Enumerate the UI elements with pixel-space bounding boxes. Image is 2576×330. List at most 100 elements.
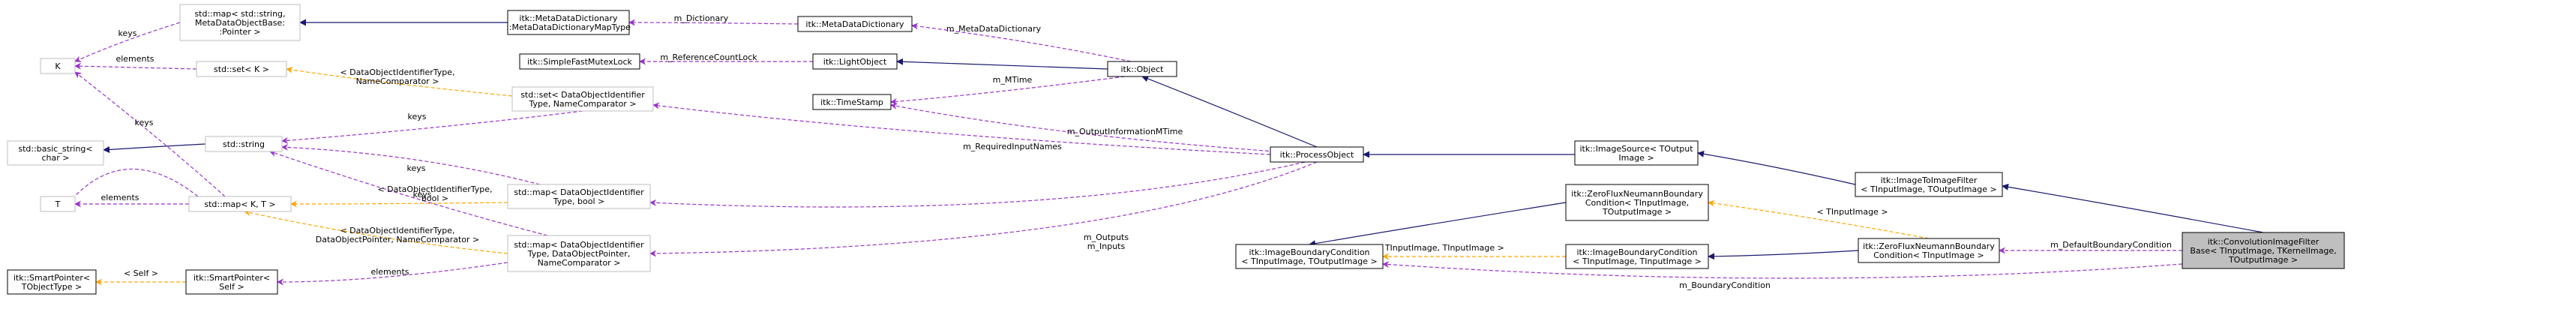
edge-label: keys — [135, 118, 154, 128]
edge-inherit — [896, 58, 1108, 70]
edge-template — [290, 200, 508, 208]
class-node-label: itk::TimeStamp — [820, 98, 883, 107]
class-node[interactable]: std::map< std::string,MetaDataObjectBase… — [179, 4, 301, 41]
class-node[interactable]: itk::MetaDataDictionary::MetaDataDiction… — [506, 10, 631, 35]
class-node-label: Self > — [219, 282, 244, 292]
class-node[interactable]: std::set< DataObjectIdentifierType, Name… — [511, 86, 654, 112]
edges-layer — [61, 19, 2264, 286]
class-node[interactable]: std::map< K, T > — [188, 196, 292, 212]
class-node-box — [2182, 232, 2345, 269]
class-node-box — [40, 58, 76, 74]
class-node[interactable]: std::string — [205, 136, 283, 152]
class-node-box — [1858, 238, 2000, 263]
edge-label: < TInputImage, TInputImage > — [1375, 243, 1504, 253]
edge-usage — [281, 110, 583, 144]
edge-inherit — [1708, 250, 1859, 260]
class-node-box — [7, 140, 104, 166]
class-node-label: Image > — [1618, 153, 1654, 163]
class-node-label: ::MetaDataDictionaryMapType — [506, 22, 631, 32]
class-node-label: std::set< DataObjectIdentifier — [520, 90, 645, 100]
class-node[interactable]: std::map< DataObjectIdentifierType, bool… — [507, 184, 651, 209]
edge-usage — [649, 161, 1306, 208]
class-node-box — [812, 53, 898, 70]
edge-usage — [911, 22, 1132, 62]
edge-usage — [628, 19, 799, 26]
class-node-label: itk::SmartPointer< — [193, 273, 270, 283]
class-node[interactable]: itk::ImageSource< TOutputImage > — [1574, 140, 1699, 166]
class-node-label: itk::ZeroFluxNeumannBoundary — [1863, 242, 1995, 251]
edge-label: m_Dictionary — [674, 14, 729, 23]
class-node-box — [1565, 184, 1709, 221]
class-node-label: itk::ImageBoundaryCondition — [1576, 248, 1697, 257]
class-node[interactable]: itk::ImageBoundaryCondition< TInputImage… — [1565, 244, 1709, 269]
class-node[interactable]: itk::ImageBoundaryCondition< TInputImage… — [1235, 244, 1384, 269]
class-node[interactable]: T — [40, 196, 76, 212]
class-node-label: itk::MetaDataDictionary — [519, 14, 618, 23]
class-node[interactable]: std::map< DataObjectIdentifierType, Data… — [507, 235, 651, 272]
edge-usage — [652, 102, 1271, 155]
edge-usage — [890, 76, 1126, 105]
edge-inherit — [103, 143, 206, 153]
class-node-box — [797, 16, 913, 32]
class-node[interactable]: itk::SmartPointer<TObjectType > — [7, 269, 97, 295]
edge-usage — [74, 62, 197, 70]
edge-template — [244, 209, 508, 254]
class-node-label: itk::ImageBoundaryCondition — [1249, 248, 1369, 257]
class-node[interactable]: itk::Object — [1107, 61, 1177, 77]
class-node-box — [511, 86, 654, 112]
class-node[interactable]: itk::ImageToImageFilter< TInputImage, TO… — [1855, 172, 2003, 197]
class-node-label: std::map< std::string, — [194, 9, 285, 19]
class-node[interactable]: std::basic_string<char > — [7, 140, 104, 166]
edge-label: m_OutputInformationMTime — [1067, 127, 1183, 136]
edge-inherit — [2002, 183, 2264, 233]
class-node-box — [1107, 61, 1177, 77]
class-node-label: Base< TInputImage, TKernelImage, — [2190, 246, 2336, 256]
edge-usage — [281, 143, 541, 185]
class-node-label: Type, NameComparator > — [528, 99, 636, 109]
edge-template — [1708, 200, 1930, 239]
edge-label: < DataObjectIdentifierType,NameComparato… — [340, 68, 454, 86]
class-node-box — [812, 94, 892, 110]
edge-label: m_DefaultBoundaryCondition — [2050, 240, 2172, 250]
class-node-label: Type, DataObjectPointer, — [527, 249, 630, 259]
class-node[interactable]: itk::LightObject — [812, 53, 898, 70]
class-node-label: char > — [42, 153, 70, 163]
class-node-label: < TInputImage, TOutputImage > — [1861, 184, 1996, 194]
class-node[interactable]: itk::MetaDataDictionary — [797, 16, 913, 32]
edge-usage — [74, 22, 181, 62]
class-node-box — [1574, 140, 1699, 166]
edge-label: keys — [407, 164, 426, 173]
edge-label: keys — [408, 112, 427, 122]
class-node-label: std::map< DataObjectIdentifier — [514, 240, 644, 250]
class-node-label: std::set< K > — [214, 64, 269, 74]
class-node-box — [196, 61, 287, 77]
class-node-label: itk::Object — [1121, 64, 1165, 74]
edge-usage — [890, 103, 1276, 152]
class-node[interactable]: std::set< K > — [196, 61, 287, 77]
class-node[interactable]: itk::SmartPointer<Self > — [185, 269, 278, 295]
class-node-label: TObjectType > — [21, 282, 82, 292]
class-node-label: itk::MetaDataDictionary — [805, 20, 904, 29]
class-node-box — [507, 235, 651, 272]
class-node-label: T — [55, 200, 61, 209]
class-node[interactable]: itk::SimpleFastMutexLock — [519, 53, 640, 70]
edge-label: elements — [100, 193, 139, 202]
class-node-box — [1270, 146, 1364, 163]
edge-label: m_ReferenceCountLock — [660, 52, 757, 62]
edge-labels-layer: m_Dictionarym_MetaDataDictionarykeyselem… — [100, 14, 2172, 290]
nodes-layer: std::map< std::string,MetaDataObjectBase… — [7, 4, 2345, 295]
class-node-label: itk::SmartPointer< — [13, 273, 90, 283]
class-node[interactable]: K — [40, 58, 76, 74]
edge-label: elements — [370, 267, 409, 277]
class-node[interactable]: itk::TimeStamp — [812, 94, 892, 110]
class-node-box — [205, 136, 283, 152]
class-node-box — [1565, 244, 1709, 269]
class-node-label: std::map< DataObjectIdentifier — [514, 188, 644, 197]
class-node-label: NameComparator > — [538, 258, 621, 268]
class-node[interactable]: itk::ProcessObject — [1270, 146, 1364, 163]
